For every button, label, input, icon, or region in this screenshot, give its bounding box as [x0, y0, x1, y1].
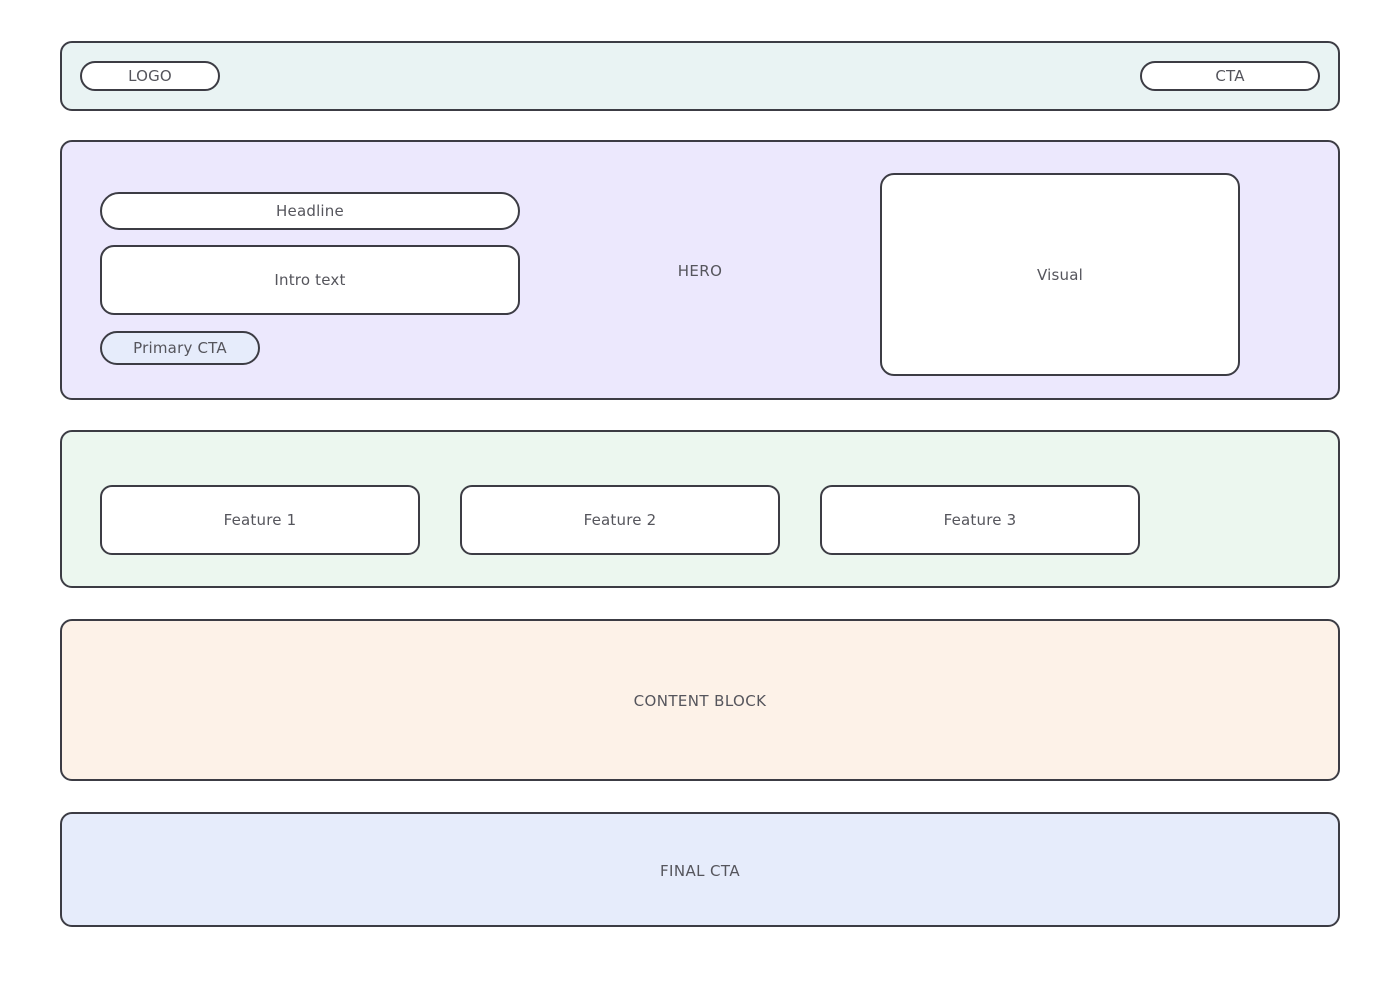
feature-card-label: Feature 1 [223, 511, 297, 529]
header-cta-button[interactable]: CTA [1140, 61, 1320, 91]
final-cta-section[interactable] [60, 812, 1340, 927]
logo-label: LOGO [128, 67, 172, 85]
hero-intro-placeholder: Intro text [100, 245, 520, 315]
hero-intro-label: Intro text [274, 271, 346, 289]
hero-headline-placeholder: Headline [100, 192, 520, 230]
header-cta-label: CTA [1215, 67, 1245, 85]
feature-card-label: Feature 3 [943, 511, 1017, 529]
hero-section-label: HERO [677, 262, 723, 280]
header-section [60, 41, 1340, 111]
hero-primary-cta-button[interactable]: Primary CTA [100, 331, 260, 365]
feature-card[interactable]: Feature 3 [820, 485, 1140, 555]
final-cta-label: FINAL CTA [660, 862, 740, 880]
hero-visual-label: Visual [1037, 265, 1083, 284]
content-block-section [60, 619, 1340, 781]
feature-card-label: Feature 2 [583, 511, 657, 529]
hero-visual-placeholder: Visual [880, 173, 1240, 376]
content-block-label: CONTENT BLOCK [633, 692, 767, 710]
hero-primary-cta-label: Primary CTA [133, 339, 227, 357]
feature-card[interactable]: Feature 1 [100, 485, 420, 555]
logo-placeholder[interactable]: LOGO [80, 61, 220, 91]
hero-headline-label: Headline [276, 202, 344, 220]
feature-card[interactable]: Feature 2 [460, 485, 780, 555]
